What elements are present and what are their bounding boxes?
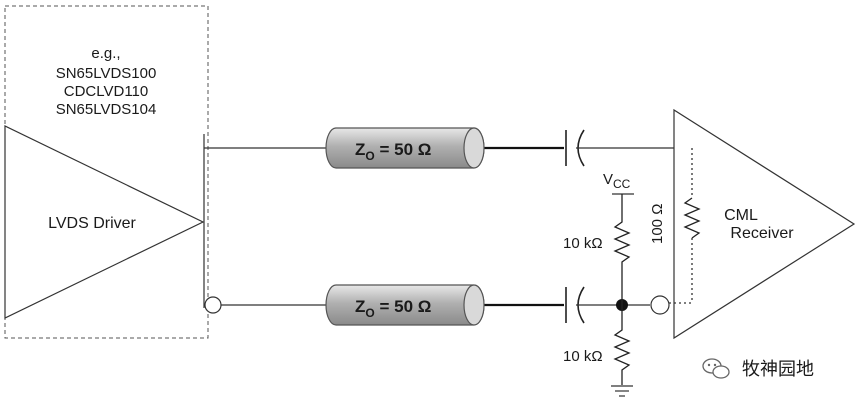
r-top-label: 10 kΩ <box>563 235 603 252</box>
top-z-sub: O <box>365 149 374 163</box>
termination-resistor-100-ohm <box>669 148 701 304</box>
bottom-z-sub: O <box>365 306 374 320</box>
svg-text:ZO = 50 Ω: ZO = 50 Ω <box>355 140 431 163</box>
watermark-text: 牧神园地 <box>742 359 814 380</box>
r-term-label: 100 Ω <box>649 204 666 244</box>
driver-example-line-0: e.g., <box>91 45 120 62</box>
ground-icon <box>611 385 633 397</box>
bottom-z-label: Z <box>355 297 365 316</box>
r-bottom-label: 10 kΩ <box>563 348 603 365</box>
cml-receiver-label-line2: Receiver <box>730 225 794 242</box>
driver-example-line-3: SN65LVDS104 <box>56 101 157 118</box>
driver-example-line-1: SN65LVDS100 <box>56 65 157 82</box>
driver-inverting-output-bubble <box>204 296 222 314</box>
wechat-icon <box>702 358 730 379</box>
bottom-z-value: = 50 Ω <box>375 297 432 316</box>
lvds-driver-label: LVDS Driver <box>48 215 136 232</box>
top-transmission-line: ZO = 50 Ω <box>325 127 485 169</box>
svg-text:ZO = 50 Ω: ZO = 50 Ω <box>355 297 431 320</box>
driver-example-parts: e.g., SN65LVDS100 CDCLVD110 SN65LVDS104 <box>56 45 157 118</box>
bottom-transmission-line: ZO = 50 Ω <box>325 284 485 326</box>
cml-receiver-label-line1: CML <box>724 207 758 224</box>
cml-receiver-symbol <box>673 108 856 340</box>
vcc-label: VCC <box>603 171 631 191</box>
bias-resistor-bottom <box>613 305 631 385</box>
driver-example-line-2: CDCLVD110 <box>64 83 148 100</box>
lvds-driver-symbol <box>4 125 205 319</box>
bias-resistor-top <box>613 194 631 305</box>
top-z-value: = 50 Ω <box>375 140 432 159</box>
receiver-inverting-input-bubble <box>650 295 670 315</box>
wechat-watermark: 牧神园地 <box>702 358 814 380</box>
top-z-label: Z <box>355 140 365 159</box>
